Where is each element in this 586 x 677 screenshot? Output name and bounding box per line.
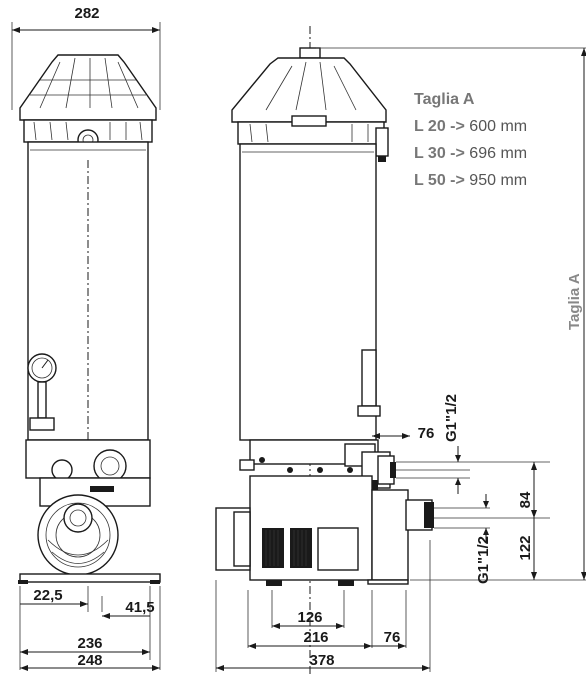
dim-total-length: 378 <box>309 652 334 669</box>
dim-thread-bottom: G1"1/2 <box>475 536 492 584</box>
size-spec-row: L 30 -> 696 mm <box>414 145 528 162</box>
dim-port-height: 122 <box>517 535 534 560</box>
dim-offset-right: 41,5 <box>125 599 154 616</box>
size-spec-row: L 50 -> 950 mm <box>414 172 528 189</box>
size-spec-block: Taglia A L 20 -> 600 mm L 30 -> 696 mm L… <box>414 86 527 194</box>
dim-body-length: 216 <box>303 629 328 646</box>
dim-thread-top: G1"1/2 <box>443 394 460 442</box>
dim-port-offset: 76 <box>418 425 435 442</box>
dim-foot-spacing: 126 <box>297 609 322 626</box>
dim-base-inner: 236 <box>77 635 102 652</box>
dim-base-outer: 248 <box>77 652 102 669</box>
dim-port-spacing: 84 <box>517 491 534 508</box>
overall-height-label: Taglia A <box>566 273 583 330</box>
size-spec-title: Taglia A <box>414 91 475 108</box>
front-view: 282 <box>11 5 161 671</box>
side-view: 126 216 76 378 76 <box>215 26 586 677</box>
dim-offset-left: 22,5 <box>33 587 62 604</box>
size-spec-row: L 20 -> 600 mm <box>414 118 528 135</box>
dim-motor-overhang: 76 <box>384 629 401 646</box>
dim-top-width: 282 <box>74 5 99 22</box>
